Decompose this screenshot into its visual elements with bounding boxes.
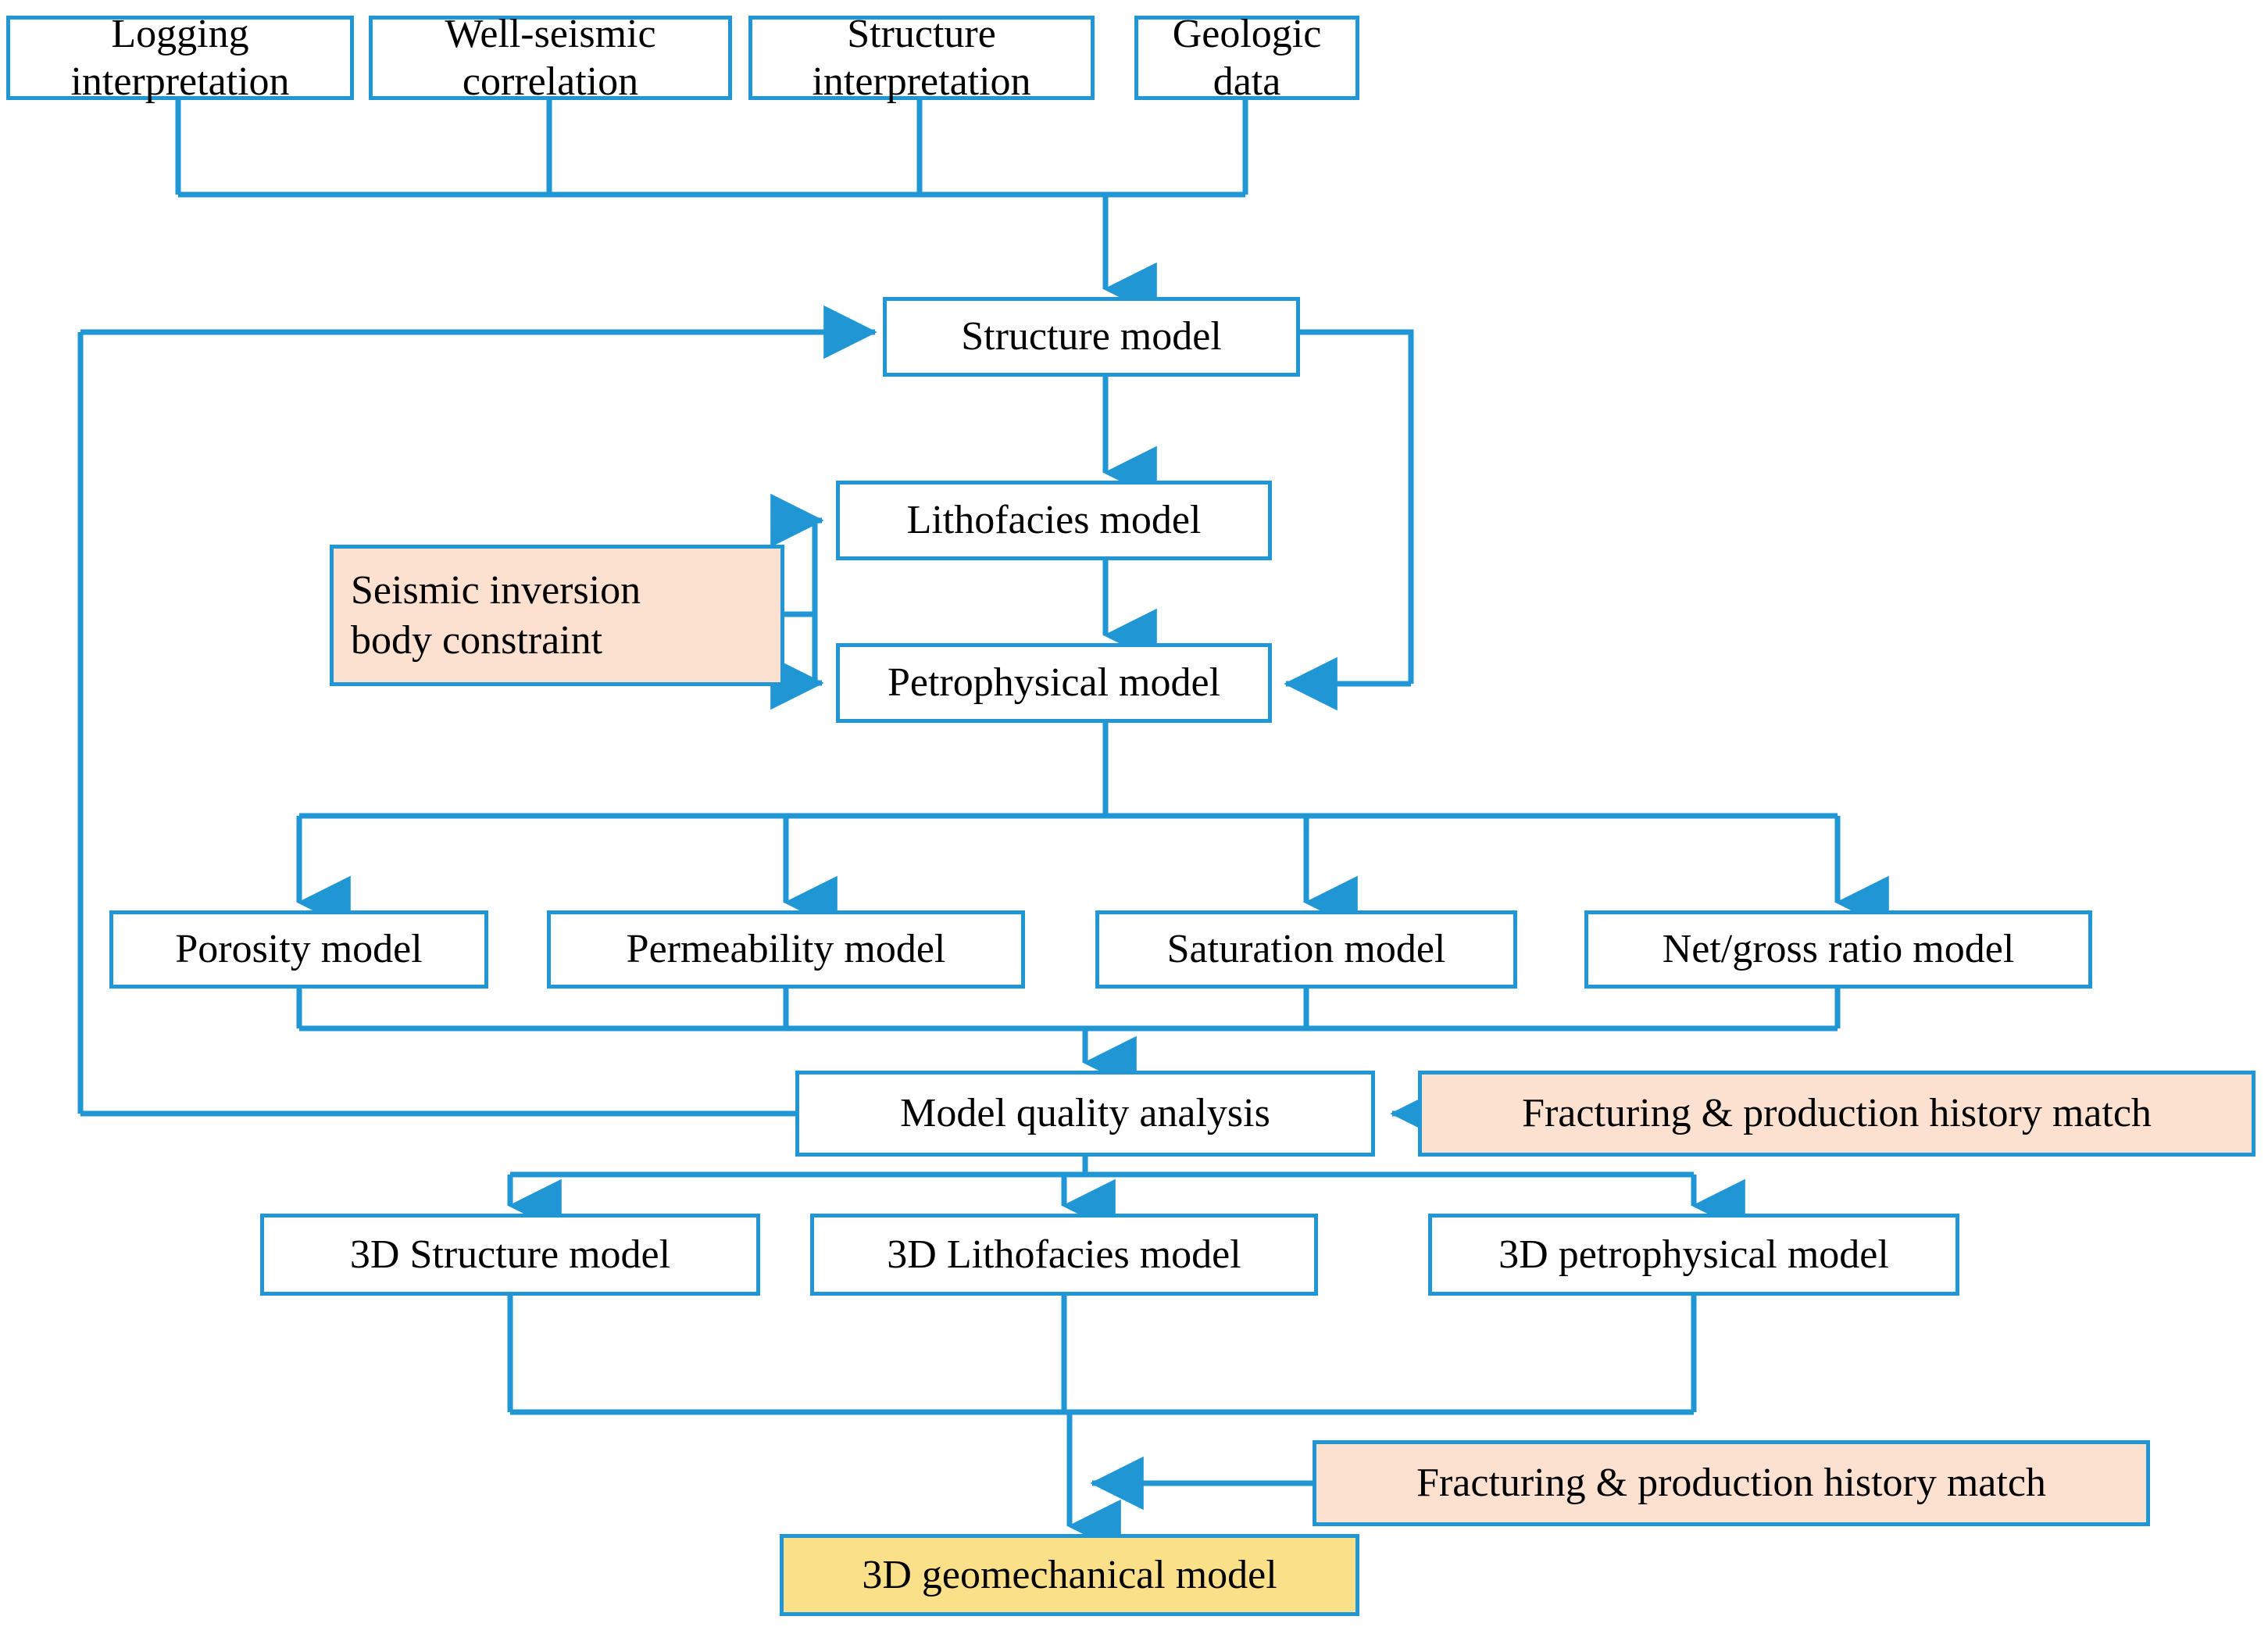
node-structure-interpretation[interactable]: Structure interpretation [748,12,1095,104]
edge-quality-feedback-to-structure [77,305,877,1117]
node-3d-structure-model[interactable]: 3D Structure model [260,1214,760,1296]
node-label: Saturation model [1166,927,1446,972]
node-label: Fracturing & production history match [1416,1461,2046,1506]
node-seismic-inversion-body-constraint[interactable]: Seismic inversion body constraint [330,545,784,686]
node-label: Porosity model [175,927,423,972]
node-3d-petrophysical-model[interactable]: 3D petrophysical model [1428,1214,1959,1296]
edge-petrophysical-fanout [296,723,1889,930]
node-label: Net/gross ratio model [1662,927,2015,972]
edge-inputs-to-structure-bus [175,100,1248,198]
node-label: 3D Structure model [349,1232,671,1277]
edge-quality-fanout-3d [507,1157,1745,1233]
node-porosity-model[interactable]: Porosity model [109,910,488,989]
node-label: Model quality analysis [900,1091,1270,1136]
node-label: 3D Lithofacies model [887,1232,1241,1277]
node-label: Well-seismic correlation [445,11,656,104]
node-label: 3D petrophysical model [1498,1232,1889,1277]
node-fracturing-production-history-match-top[interactable]: Fracturing & production history match [1418,1071,2255,1157]
node-lithofacies-model[interactable]: Lithofacies model [836,481,1272,560]
node-permeability-model[interactable]: Permeability model [547,910,1025,989]
node-label: Logging interpretation [70,11,290,104]
node-label: Structure model [961,314,1222,359]
node-label: 3D geomechanical model [862,1552,1277,1597]
node-label: Geologic data [1172,11,1322,104]
edge-property-models-merge [296,989,1841,1090]
node-well-seismic-correlation[interactable]: Well-seismic correlation [369,12,732,104]
node-label: Lithofacies model [906,498,1202,543]
node-label: Permeability model [626,927,946,972]
node-label: Structure interpretation [812,11,1031,104]
node-3d-geomechanical-model[interactable]: 3D geomechanical model [780,1534,1359,1616]
node-net-gross-ratio-model[interactable]: Net/gross ratio model [1584,910,2092,989]
node-fracturing-production-history-match-bottom[interactable]: Fracturing & production history match [1313,1440,2150,1526]
node-model-quality-analysis[interactable]: Model quality analysis [795,1071,1375,1157]
node-structure-model[interactable]: Structure model [883,297,1300,377]
node-3d-lithofacies-model[interactable]: 3D Lithofacies model [810,1214,1318,1296]
node-petrophysical-model[interactable]: Petrophysical model [836,643,1272,723]
node-logging-interpretation[interactable]: Logging interpretation [6,12,354,104]
edge-seismic-inversion-split [770,493,824,710]
node-label: Petrophysical model [887,660,1221,706]
node-saturation-model[interactable]: Saturation model [1095,910,1517,989]
node-label: Fracturing & production history match [1522,1091,2152,1136]
node-label: Seismic inversion body constraint [351,568,641,663]
node-geologic-data[interactable]: Geologic data [1134,12,1359,104]
edge-structure-to-petrophysical-loop [1284,329,1414,711]
